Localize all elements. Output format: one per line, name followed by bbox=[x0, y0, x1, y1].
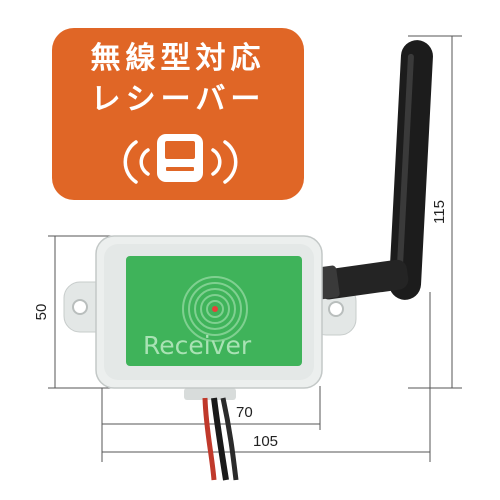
cable-bundle bbox=[184, 388, 239, 481]
dimension-lines bbox=[48, 35, 462, 462]
dimension-height-label: 50 bbox=[33, 304, 50, 321]
receiver-box-icon bbox=[157, 134, 203, 182]
receiver-device: Receiver bbox=[95, 235, 323, 389]
wireless-signal-icon bbox=[123, 140, 238, 184]
badge-title-line1: 無線型対応 bbox=[90, 41, 266, 76]
badge-title-line2: レシーバー bbox=[90, 82, 266, 117]
dimension-antenna-height-label: 115 bbox=[431, 200, 448, 224]
dimension-panel-width-label: 70 bbox=[236, 404, 253, 421]
signal-rings-icon bbox=[182, 276, 248, 342]
device-label: Receiver bbox=[143, 331, 252, 360]
dimension-total-width-label: 105 bbox=[253, 433, 278, 450]
antenna bbox=[314, 40, 433, 300]
status-led bbox=[212, 306, 218, 312]
